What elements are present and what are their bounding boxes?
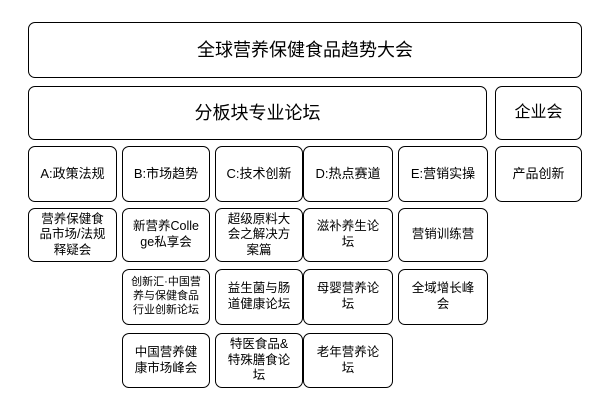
track-e-box: E:营销实操 xyxy=(398,146,488,202)
track-a-box: A:政策法规 xyxy=(28,146,117,202)
session-e2-box: 全域增长峰会 xyxy=(398,269,488,325)
forum-header-box: 分板块专业论坛 xyxy=(28,86,487,140)
session-d2-box: 母婴营养论坛 xyxy=(303,269,393,325)
session-b1-box: 新营养College私享会 xyxy=(122,208,210,262)
session-d1-box: 滋补养生论坛 xyxy=(303,208,393,262)
track-d-box: D:热点赛道 xyxy=(303,146,393,202)
session-e1-box: 营销训练营 xyxy=(398,208,488,262)
session-c2-box: 益生菌与肠道健康论坛 xyxy=(215,269,303,325)
track-b-box: B:市场趋势 xyxy=(122,146,210,202)
product-innovation-box: 产品创新 xyxy=(495,146,582,202)
session-b3-box: 中国营养健康市场峰会 xyxy=(122,333,210,388)
enterprise-meeting-box: 企业会 xyxy=(495,86,582,140)
session-d3-box: 老年营养论坛 xyxy=(303,333,393,388)
session-b2-box: 创新汇·中国营养与保健食品行业创新论坛 xyxy=(122,269,210,325)
conference-title-box: 全球营养保健食品趋势大会 xyxy=(28,22,582,78)
session-a1-box: 营养保健食品市场/法规释疑会 xyxy=(28,208,117,262)
session-c1-box: 超级原料大会之解决方案篇 xyxy=(215,208,303,262)
session-c3-box: 特医食品&特殊膳食论坛 xyxy=(215,333,303,388)
track-c-box: C:技术创新 xyxy=(215,146,303,202)
